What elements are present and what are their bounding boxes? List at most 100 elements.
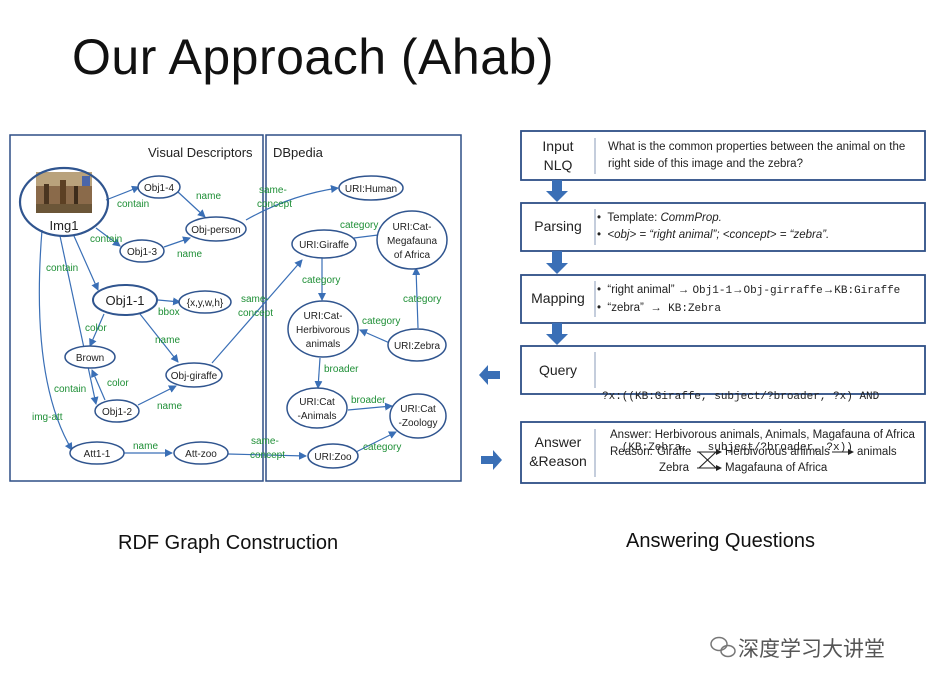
- query-text: ?x:((KB:Giraffe, subject/?broader, ?x) A…: [602, 355, 879, 474]
- reason-giraffe: Giraffe: [657, 446, 692, 458]
- step-label-answer: Answer &Reason: [521, 433, 595, 471]
- edge-objperson-urihuman: [245, 185, 339, 221]
- node-obj1-1: [92, 284, 158, 316]
- edge-label-broader-1: broader: [324, 364, 359, 375]
- down-arrow-1: [546, 180, 568, 202]
- edge-obj14-objperson: [177, 191, 206, 218]
- step-label-answer-2: &Reason: [529, 453, 587, 469]
- label-obj-giraffe: Obj-giraffe: [171, 371, 218, 382]
- edge-obj12-objgiraffe: [137, 385, 177, 406]
- edge-urizebra-megafauna: [412, 267, 421, 329]
- node-uri-megafauna: [376, 210, 448, 270]
- edge-label-contain-2: contain: [90, 234, 122, 245]
- node-uri-human: [338, 175, 404, 201]
- reason-prefix: Reason:: [610, 446, 653, 458]
- label-uri-megafauna-3: of Africa: [394, 250, 431, 261]
- mapping-arrow-icon-1: →: [677, 284, 690, 296]
- answer-text: Answer: Herbivorous animals, Animals, Ma…: [610, 427, 915, 444]
- edge-img1-obj14: [105, 185, 140, 201]
- parsing-bindings-line: • <obj> = “right animal”; <concept> = “z…: [597, 229, 830, 241]
- label-uri-herbivorous-2: Herbivorous: [296, 325, 350, 336]
- answer-line: Answer: Herbivorous animals, Animals, Ma…: [610, 429, 915, 441]
- label-uri-zebra: URI:Zebra: [394, 341, 441, 352]
- edge-img1-obj12: [59, 235, 99, 405]
- node-att1-1: [69, 441, 125, 465]
- node-att-zoo: [173, 441, 229, 465]
- label-uri-megafauna-2: Megafauna: [387, 236, 437, 247]
- parsing-template-line: • Template: CommProp.: [597, 212, 722, 224]
- step-label-parsing: Parsing: [521, 217, 595, 236]
- reason-arrowhead-3: [848, 449, 854, 455]
- node-obj1-3: [119, 239, 165, 263]
- mapping-line-1: • “right animal” → Obj1-1→Obj-girraffe→K…: [597, 284, 901, 297]
- edge-label-category-4: category: [362, 316, 400, 327]
- node-brown: [64, 345, 116, 369]
- mapping-kbzebra: KB:Zebra: [668, 303, 721, 315]
- dbpedia-panel: [265, 134, 462, 482]
- edge-label-same-concept-2b: concept: [238, 308, 273, 319]
- label-uri-giraffe: URI:Giraffe: [299, 240, 349, 251]
- edge-label-category-3: category: [403, 294, 441, 305]
- node-img1: [18, 166, 110, 238]
- step-label-query: Query: [521, 361, 595, 380]
- input-nlq-text: What is the common properties between th…: [608, 139, 905, 173]
- watermark-text: 深度学习大讲堂: [738, 638, 885, 661]
- label-uri-human: URI:Human: [345, 184, 397, 195]
- mapping-arrow-icon-4: →: [650, 302, 662, 314]
- reason-animals: animals: [857, 446, 897, 458]
- step-label-parsing-text: Parsing: [534, 218, 582, 234]
- reason-zebra: Zebra: [659, 462, 690, 474]
- node-uri-giraffe: [291, 229, 357, 259]
- edge-label-category-5: category: [363, 442, 401, 453]
- label-uri-zoo: URI:Zoo: [314, 452, 352, 463]
- node-obj1-2: [94, 399, 140, 423]
- step-box-query: [520, 345, 926, 395]
- edge-img1-obj13: [95, 227, 121, 247]
- parsing-template-value: CommProp.: [660, 212, 722, 224]
- node-uri-animals: [286, 387, 348, 429]
- edge-obj11-brown: [89, 313, 105, 347]
- edge-label-name-1: name: [196, 191, 221, 202]
- edge-img1-att11: [38, 229, 73, 451]
- edge-label-same-concept-1b: concept: [257, 199, 292, 210]
- parsing-template-prefix: Template:: [607, 212, 658, 224]
- reason-arrowhead-1: [716, 449, 722, 455]
- node-uri-herbivorous: [287, 300, 359, 358]
- edge-label-name-3: name: [155, 335, 180, 346]
- step-box-parsing: [520, 202, 926, 252]
- left-arrow: [479, 365, 500, 385]
- caption-rdf-graph: RDF Graph Construction: [118, 532, 339, 554]
- mapping-objgiraffe: Obj-girraffe: [743, 285, 823, 297]
- parsing-bindings: <obj> = “right animal”; <concept> = “zeb…: [607, 229, 830, 241]
- edge-label-bbox: bbox: [158, 307, 180, 318]
- node-uri-zoo: [307, 443, 359, 469]
- label-bbox: {x,y,w,h}: [187, 298, 224, 309]
- edge-attzoo-urizoo: [227, 451, 307, 460]
- edge-urizebra-herbivorous: [359, 329, 393, 345]
- edge-urizoo-zoology: [355, 431, 397, 453]
- step-box-input: [520, 130, 926, 181]
- edge-obj12-brown: [91, 369, 106, 401]
- reason-arrowhead-2: [716, 465, 722, 471]
- node-obj1-4: [137, 175, 181, 199]
- edge-label-same-concept-3b: concept: [250, 450, 285, 461]
- mapping-kbgiraffe: KB:Giraffe: [834, 285, 901, 297]
- edge-label-contain-1: contain: [117, 199, 149, 210]
- edge-obj13-objperson: [163, 236, 191, 248]
- label-att1-1: Att1-1: [84, 449, 111, 460]
- label-img1: Img1: [50, 218, 79, 233]
- edge-img1-obj11: [73, 235, 99, 291]
- label-obj1-3: Obj1-3: [127, 247, 157, 258]
- label-att-zoo: Att-zoo: [185, 449, 217, 460]
- img1-thumbnail: [36, 172, 92, 213]
- edge-label-name-2: name: [177, 249, 202, 260]
- edge-label-contain-4: contain: [54, 384, 86, 395]
- node-obj-giraffe: [165, 362, 223, 388]
- step-box-mapping: [520, 274, 926, 324]
- query-line-2: (KB:Zebra, subject/?broader, ?x)): [602, 442, 853, 454]
- label-uri-zoology-1: URI:Cat: [400, 404, 436, 415]
- label-obj1-1: Obj1-1: [105, 293, 144, 308]
- label-uri-megafauna-1: URI:Cat-: [393, 222, 432, 233]
- caption-answering: Answering Questions: [626, 530, 815, 552]
